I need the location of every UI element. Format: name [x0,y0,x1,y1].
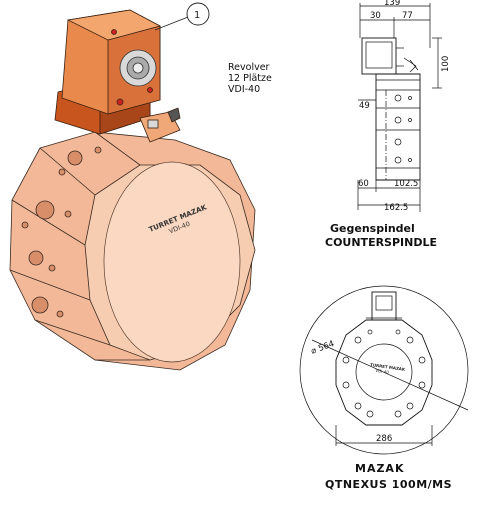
svg-text:60: 60 [358,179,369,189]
svg-text:102.5: 102.5 [394,179,418,189]
diameter-label: ⌀ 564 [310,339,336,357]
callout-number: 1 [194,10,200,21]
revolver-line3: VDI-40 [228,84,261,95]
callout-circle [186,2,210,26]
counterspindle-title-de: Gegenspindel [330,222,415,235]
revolver-line2: 12 Plätze [228,73,272,84]
svg-text:100: 100 [441,56,451,72]
svg-text:49: 49 [359,101,370,111]
svg-text:VDI-40: VDI-40 [375,368,390,375]
counterspindle-title-en: COUNTERSPINDLE [325,236,437,249]
machine-brand: MAZAK [355,462,405,475]
turret-front-disc [103,161,241,363]
swing-circle [299,285,469,455]
svg-text:139: 139 [384,0,400,8]
turret-body [9,131,256,371]
revolver-line1: Revolver [228,62,270,73]
front-view [299,285,469,455]
side-view [357,3,442,212]
svg-text:77: 77 [402,11,413,21]
side-view-dimensions: 139 30 77 100 49 60 102.5 162.5 [358,0,451,213]
width-label: 286 [376,434,392,444]
small-turret-label: TURRET MAZAK VDI-40 [370,362,406,375]
svg-text:30: 30 [370,11,381,21]
revolver-note: Revolver 12 Plätze VDI-40 [228,62,272,95]
svg-text:162.5: 162.5 [384,203,408,213]
svg-text:TURRET MAZAK: TURRET MAZAK [370,362,406,372]
machine-model: QTNEXUS 100M/MS [325,478,453,491]
tool-holder [54,9,181,143]
